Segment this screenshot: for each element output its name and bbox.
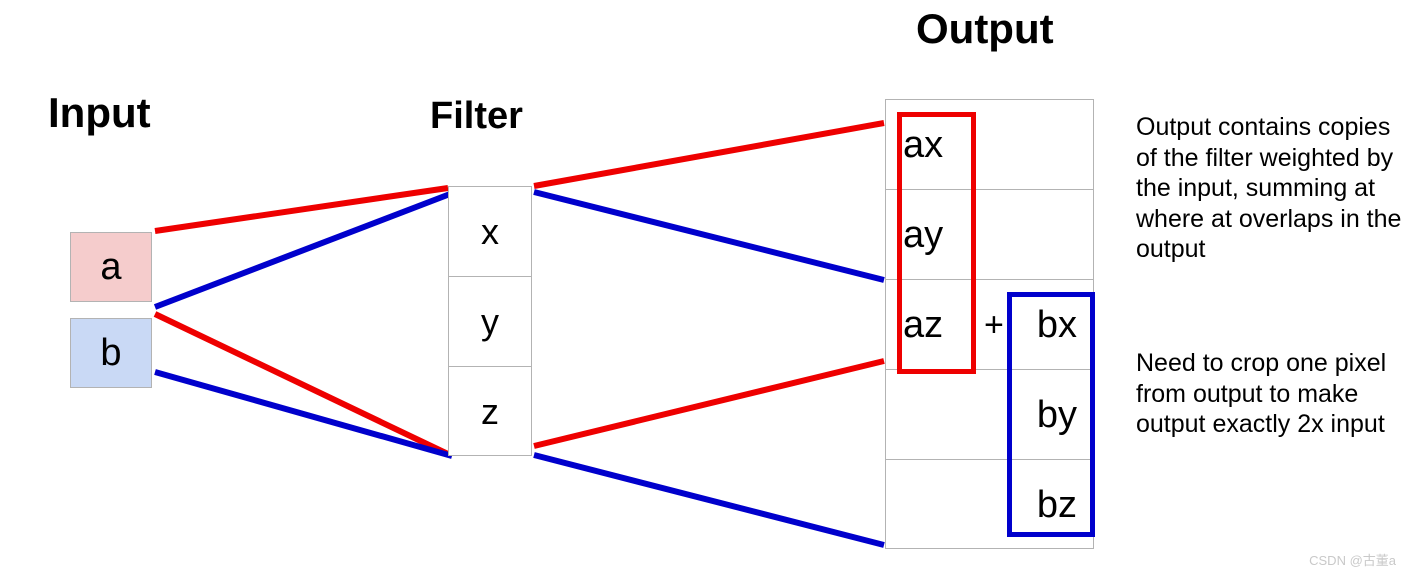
wire-red-b-to-filter [153, 311, 452, 458]
wire-blue-filter-to-out3 [533, 189, 885, 283]
output-row: az + bx [886, 280, 1093, 370]
note-output-contains: Output contains copies of the filter wei… [1136, 113, 1402, 263]
note-crop-pixel: Need to crop one pixel from output to ma… [1136, 349, 1387, 438]
output-cell-left: ay [903, 213, 944, 256]
wire-blue-b-to-filter [154, 369, 453, 459]
output-cell-right: by [1036, 393, 1077, 436]
wire-red-filter-to-out1 [533, 120, 885, 189]
wire-blue-a-to-filter [153, 191, 452, 310]
wire-red-filter-to-out3 [533, 358, 885, 449]
filter-cell-y-label: y [481, 300, 499, 342]
filter-cell-y: y [449, 277, 531, 367]
page-title-output: Output [916, 5, 1054, 52]
page-title-input: Input [48, 89, 151, 136]
output-grid: ax ay az + bx by bz [885, 99, 1094, 549]
output-row: by [886, 370, 1093, 460]
filter-grid: x y z [448, 186, 532, 456]
output-row: ay [886, 190, 1093, 280]
input-cell-b: b [70, 318, 152, 388]
output-row: bz [886, 460, 1093, 550]
output-plus-sign: + [984, 305, 1004, 344]
output-row: ax [886, 100, 1093, 190]
output-cell-right: bz [1036, 484, 1077, 526]
page-title-filter: Filter [430, 95, 523, 137]
filter-cell-x: x [449, 187, 531, 277]
filter-cell-x-label: x [481, 210, 499, 252]
wire-red-a-to-filter [154, 185, 449, 234]
output-cell-left: az [903, 303, 944, 346]
watermark: CSDN @古董a [1309, 553, 1396, 568]
input-cell-a: a [70, 232, 152, 302]
input-cell-b-label: b [100, 332, 122, 374]
output-cell-left: ax [903, 123, 944, 166]
filter-cell-z: z [449, 367, 531, 457]
input-cell-a-label: a [100, 246, 122, 288]
filter-cell-z-label: z [481, 391, 499, 432]
output-cell-right: bx [1036, 303, 1077, 346]
wire-blue-filter-to-out5 [533, 452, 885, 548]
